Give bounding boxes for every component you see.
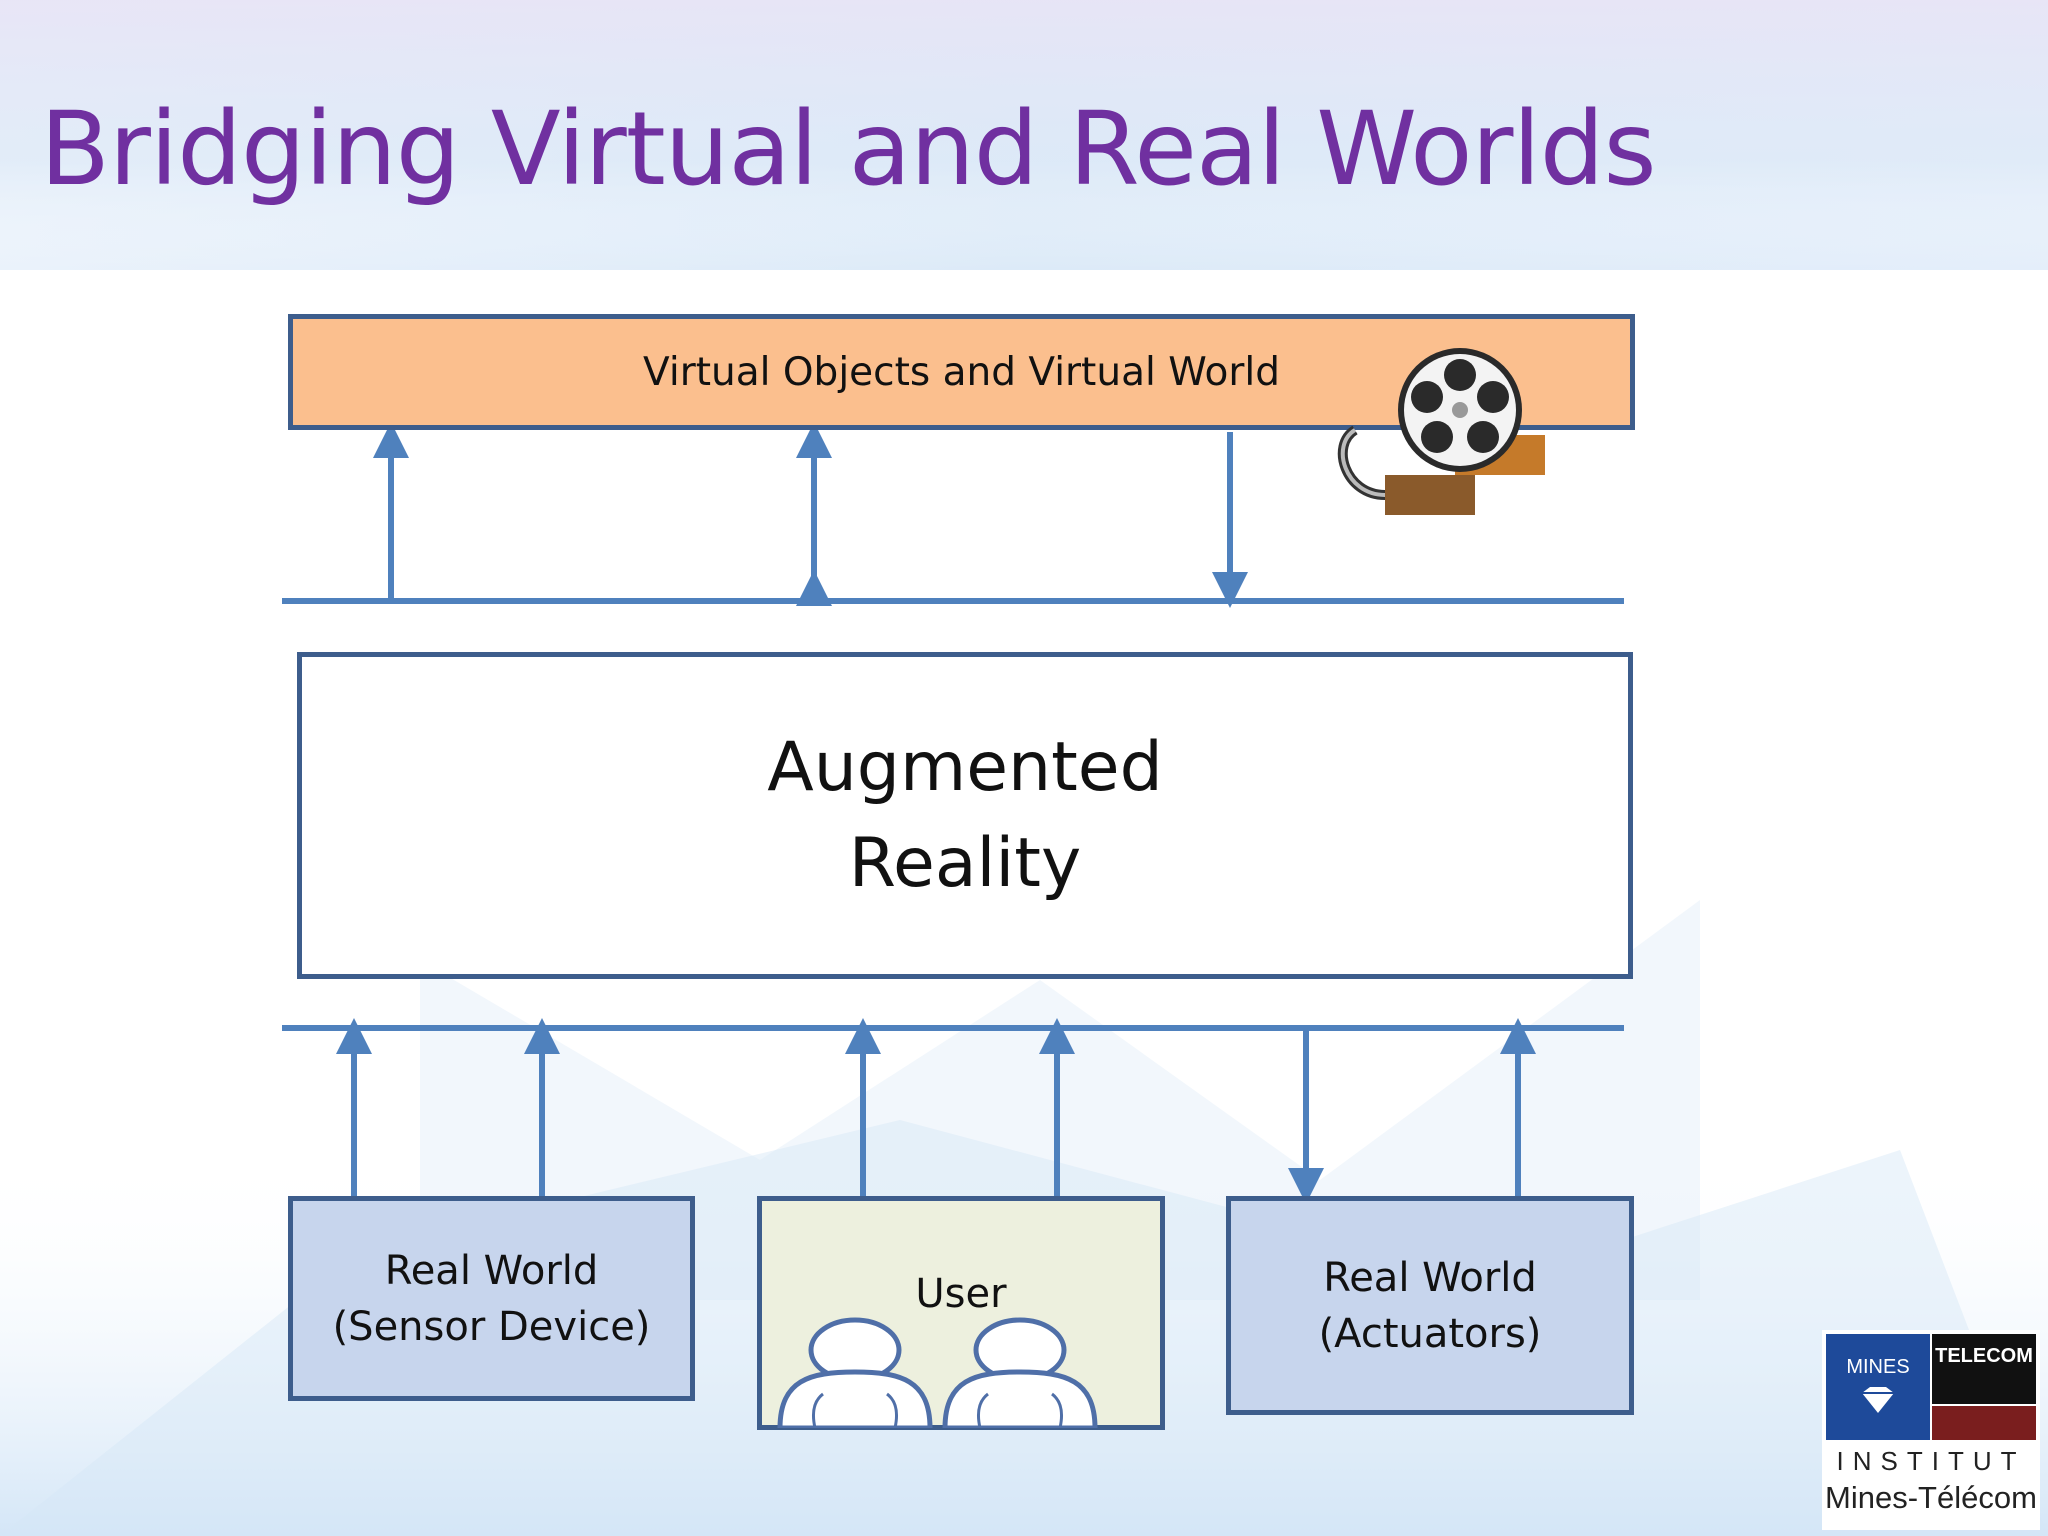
augmented-reality-box: Augmented Reality [297,652,1633,979]
real-world-actuators-label: Real World (Actuators) [1319,1250,1542,1362]
augmented-reality-label: Augmented Reality [767,720,1163,912]
logo-telecom-text: TELECOM [1932,1334,2036,1404]
logo-mines-text: MINES [1846,1356,1910,1378]
real-world-sensor-box: Real World (Sensor Device) [288,1196,695,1401]
real-world-actuators-line-2: (Actuators) [1318,1310,1542,1357]
real-world-sensor-line-1: Real World [384,1247,599,1294]
diamond-icon [1862,1387,1894,1413]
real-world-actuators-box: Real World (Actuators) [1226,1196,1634,1415]
slide-title: Bridging Virtual and Real Worlds [40,90,1657,209]
logo-institut-text: INSTITUT [1836,1446,2026,1476]
film-reel-icon [1337,348,1545,515]
real-world-actuators-line-1: Real World [1323,1254,1537,1301]
augmented-reality-line-1: Augmented [767,727,1163,807]
real-world-sensor-line-2: (Sensor Device) [332,1303,651,1350]
user-label: User [915,1271,1007,1317]
real-world-sensor-label: Real World (Sensor Device) [333,1243,651,1355]
logo-name-text: Mines-Télécom [1825,1480,2037,1515]
logo-telecom-ideogram [1932,1406,2036,1440]
mines-telecom-logo: MINES TELECOM INSTITUT Mines-Télécom [1822,1330,2040,1530]
virtual-world-label: Virtual Objects and Virtual World [643,349,1280,395]
users-icon [777,1317,1098,1428]
augmented-reality-line-2: Reality [848,823,1082,903]
logo-mines-block: MINES [1826,1334,1930,1440]
